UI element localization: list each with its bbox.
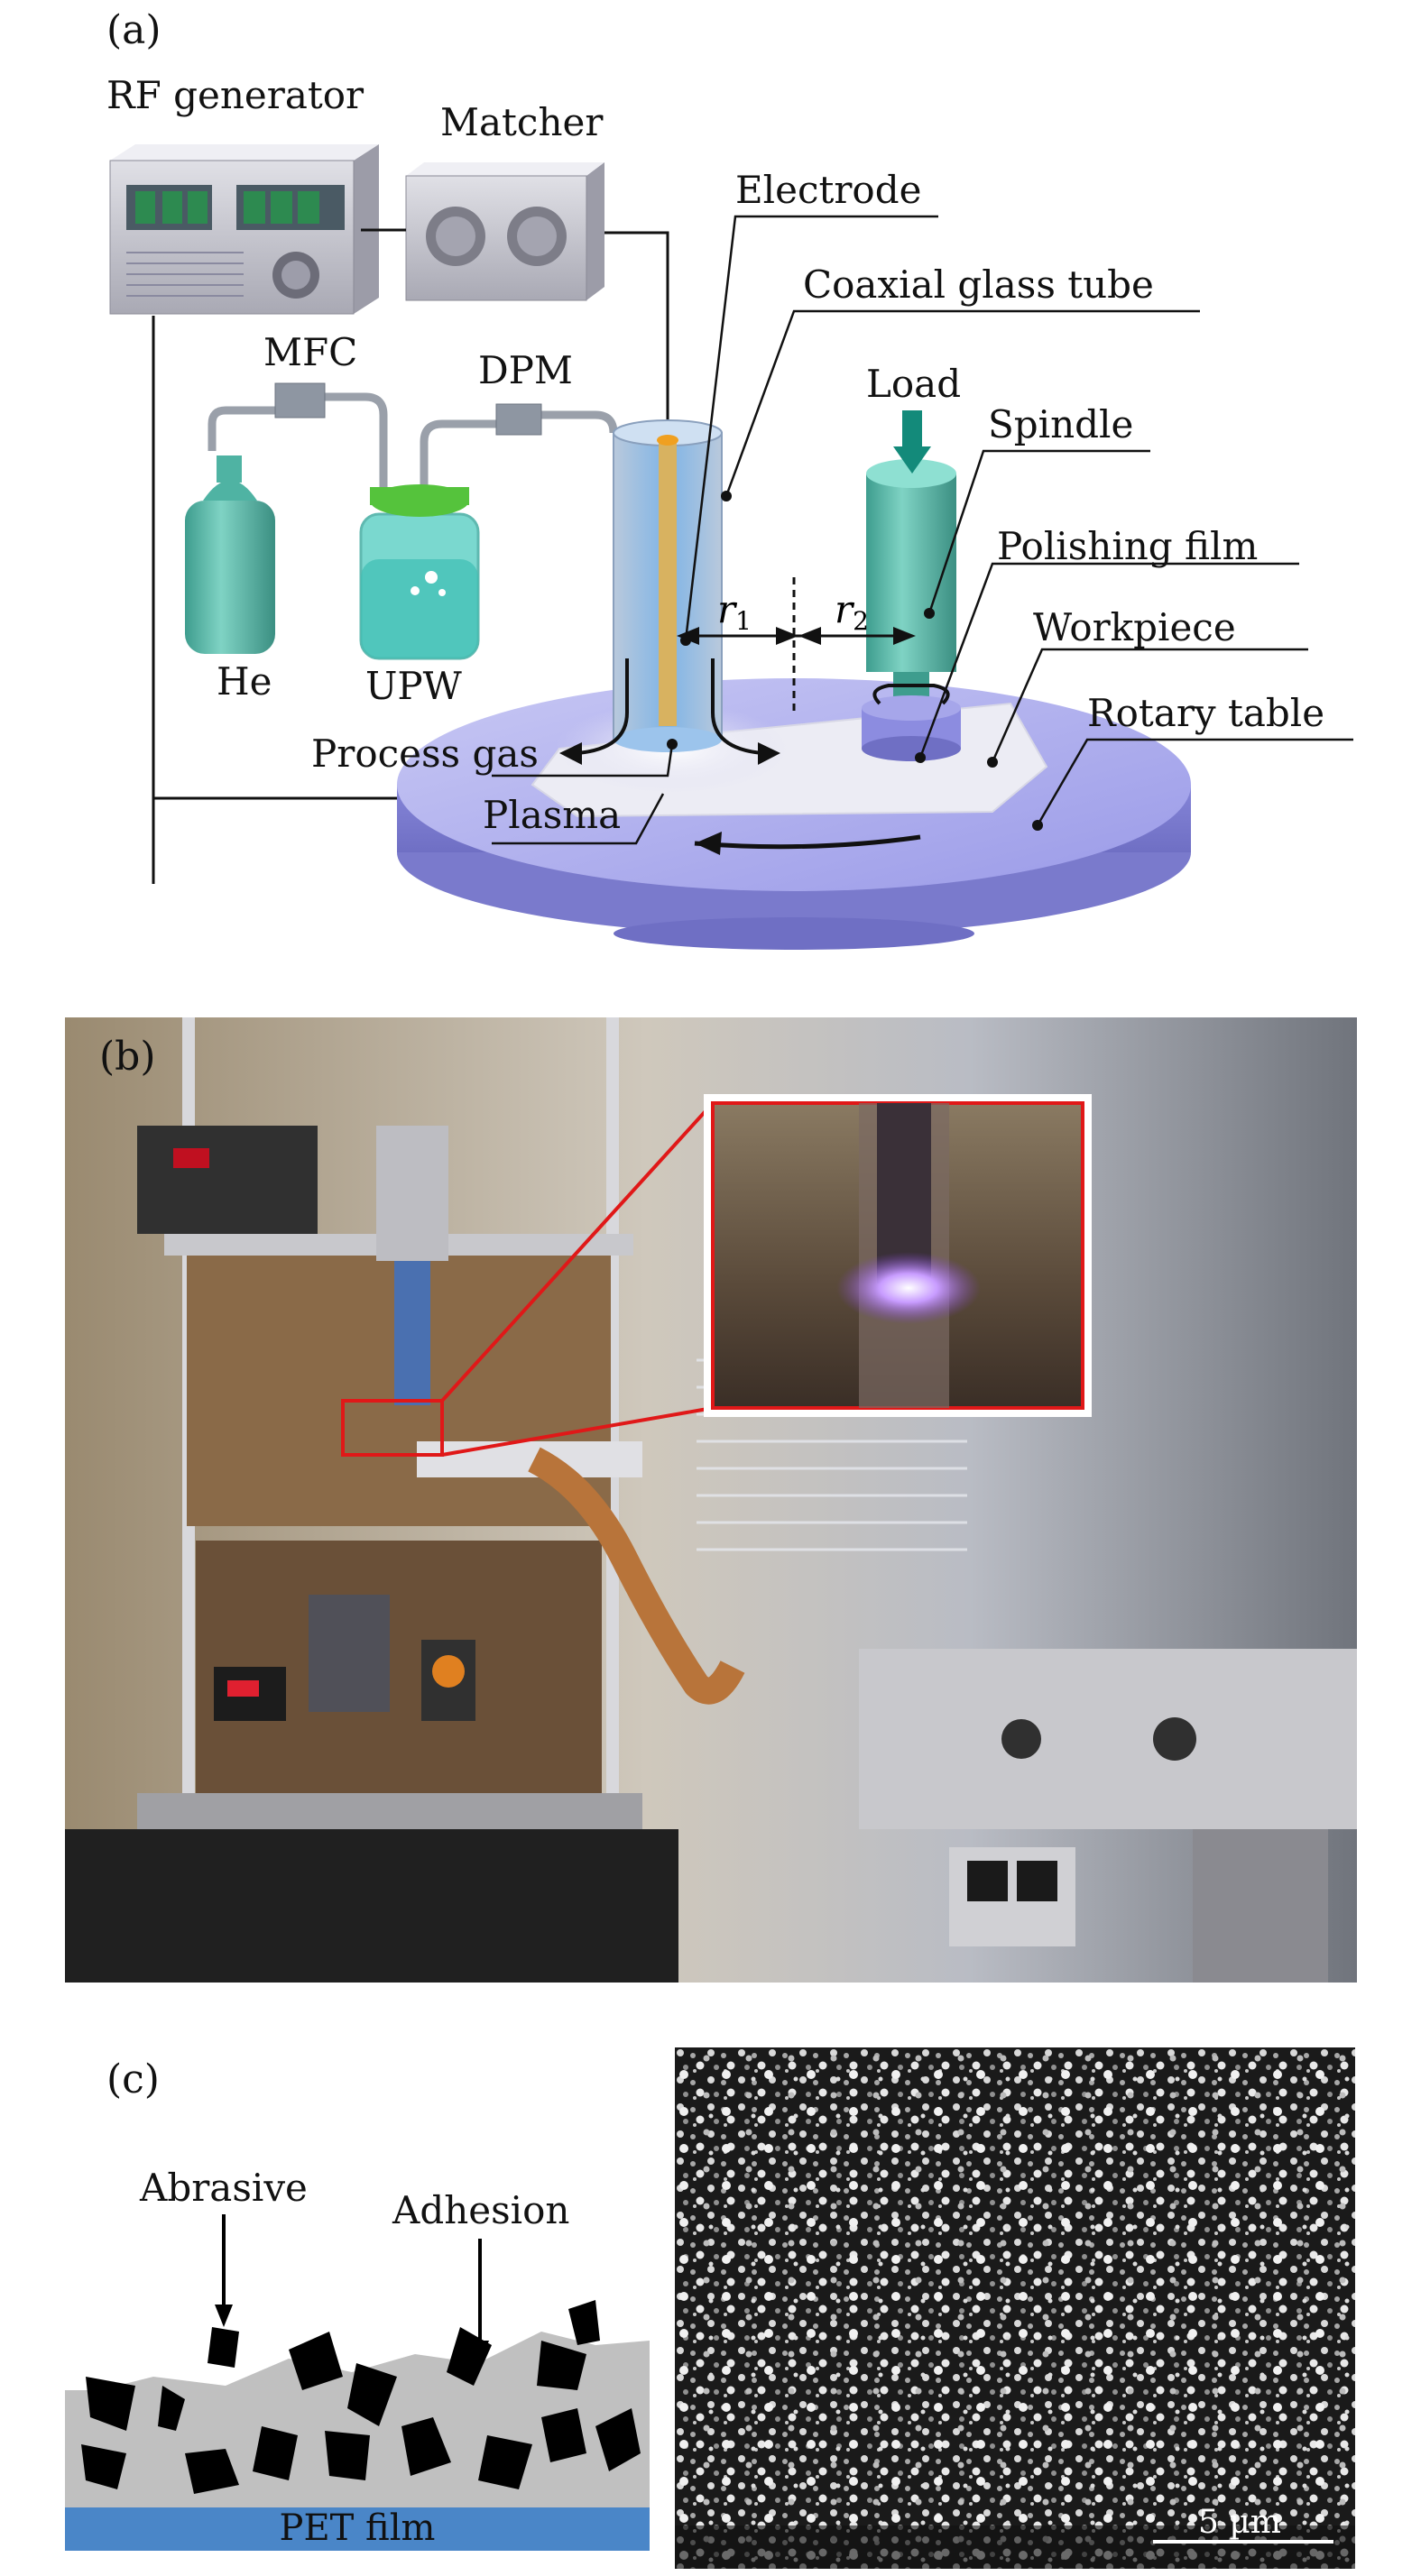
photo-svg: (b): [65, 1017, 1357, 1983]
callout-arrows: [222, 2214, 482, 2345]
rotation-arrow: [694, 834, 921, 850]
spindle: [862, 459, 961, 761]
dpm-block: [495, 403, 542, 436]
mfc-block: [274, 382, 326, 419]
matcher: [405, 162, 604, 301]
electrode-label: Electrode: [735, 168, 921, 212]
cables: [152, 228, 669, 884]
workpiece-label: Workpiece: [1033, 605, 1236, 649]
panel-a-schematic: (a) RF generator: [0, 0, 1421, 974]
zoom-highlight-box: [341, 1399, 444, 1457]
panel-b-tag: (b): [99, 1034, 156, 1080]
scale-bar-label: 5 µm: [1198, 2504, 1281, 2541]
panel-a-tag: (a): [106, 7, 161, 53]
mfc-label: MFC: [263, 330, 357, 374]
upw-label: UPW: [365, 664, 463, 708]
polishing-film-label: Polishing film: [997, 524, 1258, 568]
dpm-label: DPM: [478, 348, 573, 392]
spindle-label: Spindle: [988, 402, 1133, 446]
panel-c-tag: (c): [106, 2056, 160, 2102]
r1-label: r1: [717, 587, 752, 636]
abrasive-particles: [81, 2300, 641, 2494]
he-label: He: [217, 659, 272, 704]
sem-svg: 5 µm: [675, 2047, 1355, 2569]
copper-strip: [527, 1447, 745, 1705]
gas-lines: [208, 382, 618, 505]
load-label: Load: [866, 362, 961, 406]
gas-flow-arrows: [577, 658, 763, 755]
matcher-label: Matcher: [440, 100, 604, 144]
panel-b-photo: (b): [65, 1017, 1357, 1983]
process-gas-label: Process gas: [311, 731, 539, 776]
rotary-table-label: Rotary table: [1087, 691, 1324, 735]
load-arrow: [893, 410, 931, 474]
he-cylinder: [185, 455, 275, 654]
rf-generator: [109, 144, 379, 315]
r2-label: r2: [835, 587, 869, 636]
film-cross-section-svg: (c) Abrasive Adhesion PET film: [65, 2056, 650, 2551]
rf-generator-label: RF generator: [106, 73, 364, 117]
electrode-rod: [659, 437, 677, 726]
schematic-svg: (a) RF generator: [106, 7, 1353, 950]
machine-frame: [65, 1017, 678, 1983]
panel-c-sem-image: 5 µm: [675, 2047, 1355, 2569]
plasma-inset: [704, 1094, 1092, 1417]
abrasive-label: Abrasive: [139, 2166, 308, 2210]
upw-bottle: [359, 484, 480, 660]
pet-film-layer: [65, 2507, 650, 2551]
pet-film-label: PET film: [280, 2507, 436, 2549]
leader-lines: [492, 215, 1353, 845]
panel-c-left: (c) Abrasive Adhesion PET film: [0, 2029, 677, 2572]
right-equipment: [859, 1649, 1357, 1983]
adhesion-label: Adhesion: [392, 2188, 569, 2232]
plasma-label: Plasma: [483, 793, 621, 837]
coaxial-glass-tube-label: Coaxial glass tube: [803, 262, 1154, 307]
